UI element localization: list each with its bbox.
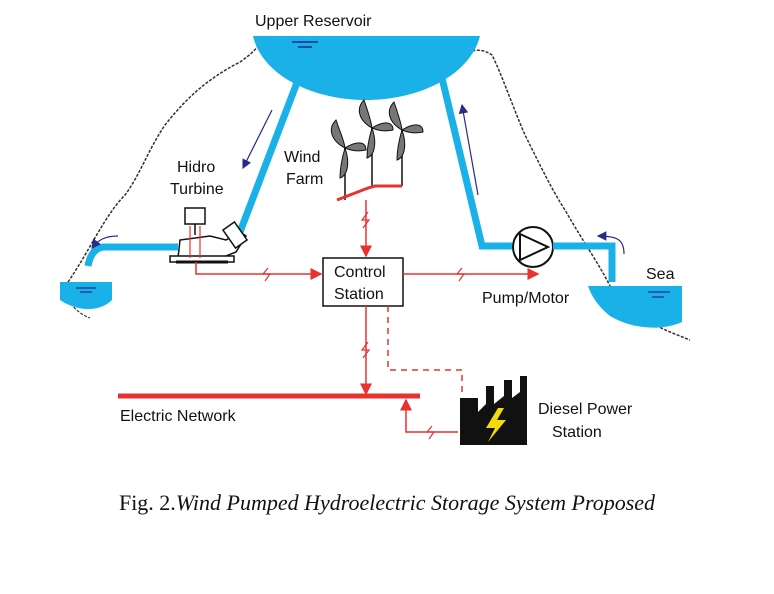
wind-turbine	[358, 99, 394, 186]
hydro-turbine-label-2: Turbine	[170, 181, 224, 198]
hydro-turbine-label-1: Hidro	[177, 159, 215, 176]
turbine-to-control-line	[195, 262, 323, 280]
diesel-factory-icon	[460, 376, 527, 445]
upper-reservoir-basin	[253, 36, 480, 100]
wind-farm-label-1: Wind	[284, 149, 320, 166]
control-diesel-dashed-line	[387, 306, 463, 392]
upper-reservoir-label: Upper Reservoir	[255, 13, 372, 30]
control-station-label-2: Station	[334, 286, 384, 303]
tailrace-flow-arrow	[91, 235, 119, 249]
lightning-bolt-icon	[486, 408, 506, 442]
pump-pipe-up	[438, 77, 512, 250]
pump-intake-pipe	[553, 242, 616, 282]
pump-motor-label: Pump/Motor	[482, 290, 570, 307]
diesel-station-label-2: Station	[552, 424, 602, 441]
diesel-station-label-1: Diesel Power	[538, 401, 633, 418]
intake-flow-arrow	[596, 231, 625, 255]
power-symbol	[261, 211, 466, 440]
wind-turbine	[388, 101, 424, 186]
wind-farm	[330, 99, 424, 202]
lower-left-basin	[60, 282, 112, 309]
wind-farm-label-2: Farm	[286, 171, 323, 188]
electric-network-label: Electric Network	[120, 408, 237, 425]
hydro-turbine	[169, 207, 249, 264]
wind-turbine	[330, 119, 367, 200]
caption-prefix: Fig. 2.	[118, 490, 176, 515]
tailrace-pipe	[84, 243, 178, 267]
control-station-box	[322, 257, 404, 307]
pump-triangle	[519, 232, 551, 262]
caption-title: Wind Pumped Hydroelectric Storage System…	[175, 490, 656, 515]
control-station-label-1: Control	[334, 264, 386, 281]
figure-caption: Fig. 2.Wind Pumped Hydroelectric Storage…	[0, 490, 774, 516]
penstock-pipe	[236, 78, 302, 234]
flow-down-arrow	[242, 109, 273, 170]
mountain-outline	[67, 39, 691, 341]
sea-label: Sea	[646, 266, 675, 283]
wind-farm-collector	[336, 184, 402, 202]
flow-up-arrow	[458, 103, 479, 196]
diesel-to-network-line	[400, 398, 458, 433]
